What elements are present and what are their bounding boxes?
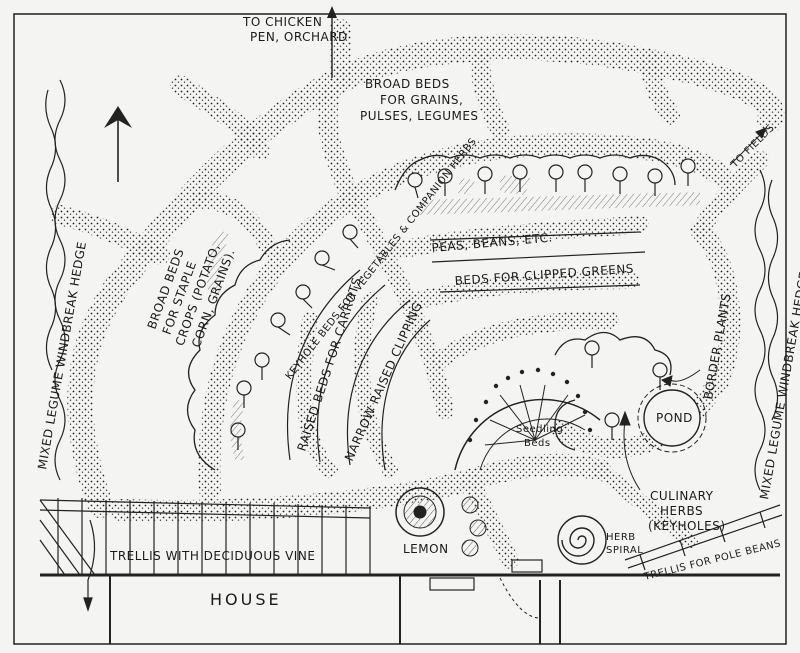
keyhole-bed [314,250,336,271]
keyhole-bed [270,312,291,336]
label-seedling-2: Beds [524,438,551,449]
dotted-paths [50,19,784,569]
label-house: HOUSE [210,590,282,609]
label-right-hedge: MIXED LEGUME WINDBREAK HEDGE [757,270,800,500]
label-trellis-vine: TRELLIS WITH DECIDUOUS VINE [109,549,315,563]
label-culinary-1: CULINARY [650,489,714,503]
keyhole-bed [407,172,423,199]
keyhole-bed [652,362,668,390]
lemon-tree [395,487,445,537]
seedling-dots [467,367,593,443]
hatched-shading [206,175,700,460]
seedling-fan [454,384,601,471]
keyhole-bed [342,224,359,249]
label-broad-beds-top-1: BROAD BEDS [365,77,450,91]
scalloped-border [186,154,676,471]
pond [637,383,707,453]
label-lemon: LEMON [403,542,449,556]
keyhole-bed [295,284,313,309]
keyhole-bed [477,166,493,194]
label-broad-beds-top-2: FOR GRAINS, [380,93,463,107]
right-hedge [754,169,779,491]
keyhole-bed [584,340,600,368]
label-culinary-2: HERBS [660,504,703,518]
left-hedge [45,79,66,481]
label-herb-spiral-1: HERB [606,532,636,543]
keyhole-bed [236,380,252,408]
house [40,559,780,644]
label-broad-beds-top-3: PULSES, LEGUMES [360,109,479,123]
herb-spiral [557,515,607,565]
label-culinary-3: (KEYHOLES) [648,519,726,533]
shrubs [461,496,487,557]
trellis-pole-beans [624,504,783,571]
keyhole-bed [548,164,564,192]
keyhole-bed [647,168,663,196]
label-herb-spiral-2: SPIRAL [606,545,643,556]
keyhole-bed [604,412,620,440]
north-arrow-icon [104,106,132,182]
label-to-chicken-2: PEN, ORCHARD [250,30,348,44]
label-seedling-1: Seedling [516,424,563,435]
label-to-chicken-1: TO CHICKEN [242,15,322,29]
label-pointers [619,127,767,491]
keyhole-bed [437,168,453,196]
label-pond: POND [656,411,693,425]
keyhole-bed [612,166,628,194]
keyhole-bed [577,164,593,192]
trellis-vine [39,498,371,612]
keyhole-bed [680,158,696,186]
keyhole-beds [230,158,696,450]
keyhole-bed [254,352,270,380]
raised-beds [287,231,646,471]
